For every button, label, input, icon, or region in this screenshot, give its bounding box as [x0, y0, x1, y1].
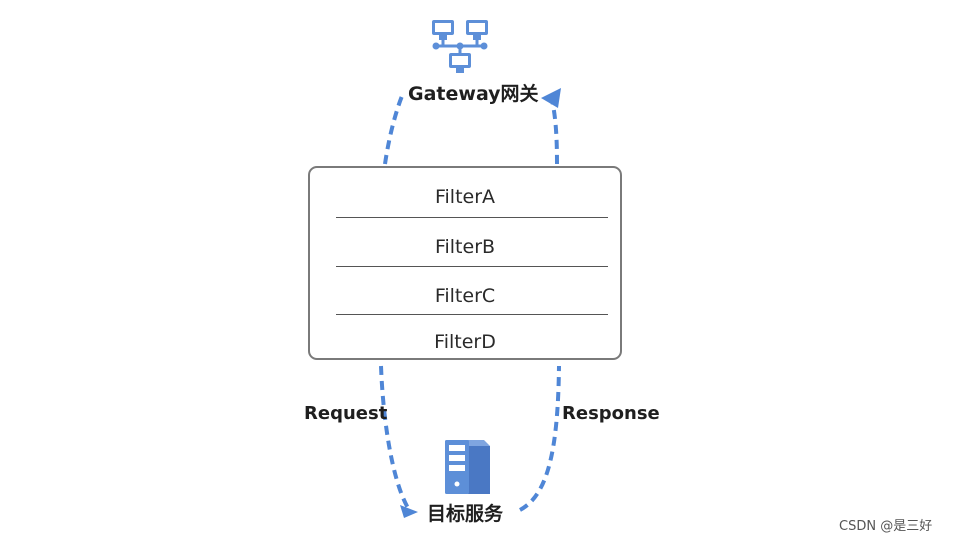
request-label: Request — [304, 403, 388, 424]
request-arrow-lower — [379, 365, 410, 509]
filter-a: FilterA — [434, 186, 496, 208]
response-arrow-upper — [550, 99, 559, 165]
response-arrow-lower — [518, 365, 561, 512]
gateway-label: Gateway网关 — [408, 83, 539, 105]
filter-d: FilterD — [434, 331, 496, 353]
response-arrowhead — [541, 88, 561, 108]
request-arrowhead — [400, 505, 418, 518]
server-icon — [445, 440, 490, 494]
filter-divider — [336, 314, 608, 315]
filter-chain-box: FilterA FilterB FilterC FilterD — [308, 166, 622, 360]
filter-divider — [336, 266, 608, 267]
network-icon — [432, 20, 488, 73]
filter-b: FilterB — [434, 236, 496, 258]
response-label: Response — [562, 403, 660, 424]
filter-divider — [336, 217, 608, 218]
request-arrow-upper — [383, 95, 404, 165]
target-service-label: 目标服务 — [427, 503, 504, 525]
watermark: CSDN @是三好 — [839, 519, 933, 534]
filter-c: FilterC — [434, 285, 496, 307]
